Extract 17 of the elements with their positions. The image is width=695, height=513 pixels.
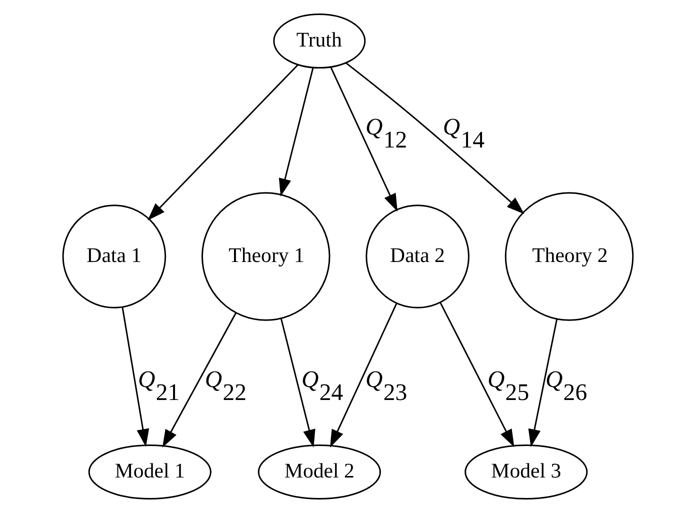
arrow bbox=[528, 319, 558, 448]
arrow bbox=[147, 64, 298, 220]
node-ellipse: Truth bbox=[272, 14, 366, 69]
arrow bbox=[121, 307, 149, 447]
arrow bbox=[330, 303, 397, 448]
arrow bbox=[280, 318, 315, 448]
node-ellipse: Model 2 bbox=[257, 444, 380, 500]
node-ellipse: Model 1 bbox=[88, 444, 211, 500]
arrow bbox=[345, 62, 524, 214]
arrow bbox=[439, 302, 514, 448]
node-circle: Theory 1 bbox=[201, 192, 330, 321]
arrow bbox=[330, 66, 398, 212]
node-circle: Data 1 bbox=[62, 204, 166, 308]
node-circle: Data 2 bbox=[365, 204, 469, 308]
arrow bbox=[278, 68, 314, 197]
arrow bbox=[162, 312, 236, 448]
node-ellipse: Model 3 bbox=[464, 444, 588, 500]
